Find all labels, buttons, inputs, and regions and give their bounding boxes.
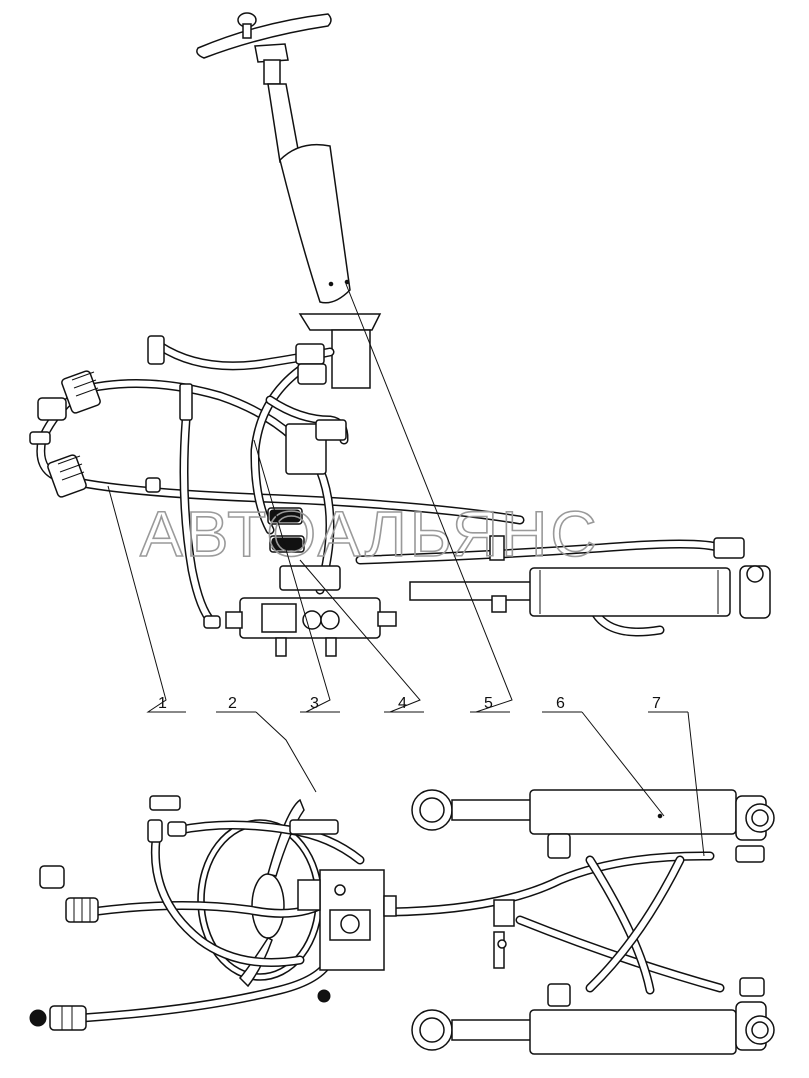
callout-1: 1 xyxy=(158,695,167,712)
callout-4: 4 xyxy=(398,695,407,712)
control-valve-plan xyxy=(297,869,397,1003)
callout-2: 2 xyxy=(228,695,237,712)
callout-leaders xyxy=(107,283,705,857)
control-valve-top xyxy=(225,507,397,657)
steering-column xyxy=(267,83,382,389)
hydraulic-cylinder-top xyxy=(409,535,771,619)
watermark-text: АВТОАЛЬЯНС xyxy=(140,498,600,570)
steering-wheel-top xyxy=(196,12,332,85)
bracket-plan xyxy=(493,899,515,969)
callout-labels: 1 2 3 4 5 6 7 xyxy=(158,695,661,712)
hoses-bottom xyxy=(77,820,725,1023)
cylinder-upper-plan xyxy=(411,789,775,863)
cylinder-lower-plan xyxy=(411,977,775,1055)
callout-6: 6 xyxy=(556,695,565,712)
callout-3: 3 xyxy=(310,695,319,712)
fittings-bottom xyxy=(29,795,339,1031)
callout-7: 7 xyxy=(652,695,661,712)
callout-5: 5 xyxy=(484,695,493,712)
hose-fittings-top xyxy=(29,335,347,629)
